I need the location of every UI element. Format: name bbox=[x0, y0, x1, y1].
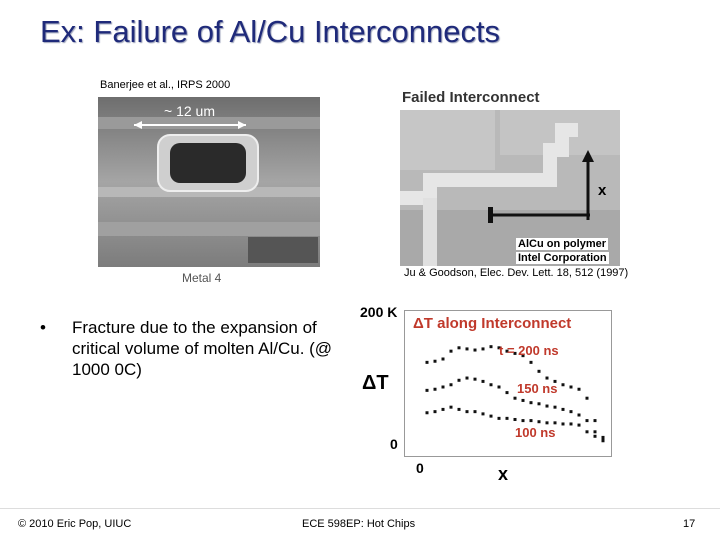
chart-y-axis-label: ΔT bbox=[362, 372, 389, 394]
chart-point-series1-8 bbox=[489, 383, 493, 387]
chart-point-series1-4 bbox=[457, 378, 461, 382]
chart-point-series1-20 bbox=[585, 419, 589, 423]
bullet-text: Fracture due to the expansion of critica… bbox=[72, 318, 333, 379]
slide-title: Ex: Failure of Al/Cu Interconnects bbox=[40, 14, 501, 49]
metal4-caption: Metal 4 bbox=[182, 271, 222, 285]
width-label: ~ 12 um bbox=[164, 103, 215, 119]
sem-micrograph-drawing bbox=[98, 97, 320, 267]
failed-interconnect-title: Failed Interconnect bbox=[402, 89, 540, 106]
chart-point-series0-12 bbox=[521, 354, 525, 358]
chart-area: ΔT along Interconnect t = 200 ns 150 ns … bbox=[404, 310, 612, 457]
chart-point-series0-7 bbox=[481, 347, 485, 351]
chart-point-series1-18 bbox=[569, 410, 573, 414]
chart-point-series1-14 bbox=[537, 402, 541, 406]
chart-point-series0-21 bbox=[593, 419, 597, 423]
chart-point-series2-8 bbox=[489, 414, 493, 418]
series-label-150ns: 150 ns bbox=[517, 381, 558, 396]
chart-point-series2-2 bbox=[441, 407, 445, 411]
chart-point-series2-11 bbox=[513, 417, 517, 421]
chart-point-series1-5 bbox=[465, 376, 469, 380]
chart-point-series2-10 bbox=[505, 416, 509, 420]
chart-point-series1-1 bbox=[433, 387, 437, 391]
footer-divider bbox=[0, 508, 720, 509]
chart-point-series2-20 bbox=[585, 430, 589, 434]
chart-point-series1-11 bbox=[513, 396, 517, 400]
chart-point-series1-12 bbox=[521, 398, 525, 402]
chart-title: ΔT along Interconnect bbox=[413, 315, 572, 332]
chart-point-series1-21 bbox=[593, 430, 597, 434]
chart-y-bottom-label: 0 bbox=[390, 436, 398, 452]
failed-caption-line2: Intel Corporation bbox=[516, 252, 609, 264]
citation-banerjee: Banerjee et al., IRPS 2000 bbox=[100, 79, 231, 91]
chart-point-series1-15 bbox=[545, 404, 549, 408]
chart-point-series0-10 bbox=[505, 349, 509, 353]
failed-interconnect-image: x AlCu on polymer Intel Corporation bbox=[400, 110, 620, 266]
chart-point-series0-6 bbox=[473, 348, 477, 352]
chart-point-series0-14 bbox=[537, 369, 541, 373]
chart-point-series1-2 bbox=[441, 385, 445, 389]
footer-page-number: 17 bbox=[683, 518, 696, 530]
chart-point-series1-10 bbox=[505, 391, 509, 395]
chart-point-series2-17 bbox=[561, 422, 565, 426]
chart-point-series2-22 bbox=[601, 439, 605, 443]
chart-plot bbox=[425, 345, 605, 443]
chart-point-series0-9 bbox=[497, 346, 501, 350]
chart-point-series0-11 bbox=[513, 351, 517, 355]
chart-point-series0-0 bbox=[425, 360, 429, 364]
chart-point-series0-5 bbox=[465, 347, 469, 351]
chart-point-series2-7 bbox=[481, 412, 485, 416]
chart-point-series0-20 bbox=[585, 396, 589, 400]
citation-ju-goodson: Ju & Goodson, Elec. Dev. Lett. 18, 512 (… bbox=[404, 267, 629, 279]
failed-x-label: x bbox=[598, 182, 607, 199]
chart-point-series1-16 bbox=[553, 405, 557, 409]
chart-point-series0-3 bbox=[449, 349, 453, 353]
chart-x-axis-label: x bbox=[498, 464, 509, 484]
chart-point-series0-2 bbox=[441, 357, 445, 361]
chart-point-series0-17 bbox=[561, 383, 565, 387]
chart-point-series2-16 bbox=[553, 421, 557, 425]
chart-point-series2-21 bbox=[593, 434, 597, 438]
chart-point-series2-19 bbox=[577, 423, 581, 427]
sem-micrograph: ~ 12 um bbox=[98, 97, 320, 267]
chart-point-series1-7 bbox=[481, 379, 485, 383]
chart-point-series1-17 bbox=[561, 407, 565, 411]
series-label-100ns: 100 ns bbox=[515, 425, 556, 440]
chart-point-series0-16 bbox=[553, 379, 557, 383]
chart-point-series2-0 bbox=[425, 411, 429, 415]
chart-point-series2-14 bbox=[537, 420, 541, 424]
chart-point-series1-6 bbox=[473, 377, 477, 381]
chart-point-series0-18 bbox=[569, 385, 573, 389]
chart-point-series0-22 bbox=[601, 435, 605, 439]
chart-point-series2-4 bbox=[457, 407, 461, 411]
chart-point-series2-18 bbox=[569, 422, 573, 426]
chart-point-series2-3 bbox=[449, 405, 453, 409]
chart-point-series0-15 bbox=[545, 376, 549, 380]
chart-point-series1-0 bbox=[425, 388, 429, 392]
chart-point-series0-8 bbox=[489, 345, 493, 349]
chart-point-series2-1 bbox=[433, 410, 437, 414]
chart-point-series0-1 bbox=[433, 359, 437, 363]
chart-point-series2-9 bbox=[497, 416, 501, 420]
chart-point-series1-9 bbox=[497, 385, 501, 389]
chart-point-series2-13 bbox=[529, 419, 533, 423]
chart-x-origin-label: 0 bbox=[416, 460, 424, 476]
chart-point-series2-15 bbox=[545, 421, 549, 425]
footer-copyright: © 2010 Eric Pop, UIUC bbox=[18, 518, 132, 530]
chart-point-series0-19 bbox=[577, 387, 581, 391]
chart-point-series2-12 bbox=[521, 419, 525, 423]
chart-point-series0-4 bbox=[457, 346, 461, 350]
series-label-200ns: t = 200 ns bbox=[499, 343, 559, 358]
chart-point-series2-6 bbox=[473, 410, 477, 414]
chart-point-series1-13 bbox=[529, 401, 533, 405]
failed-caption-line1: AlCu on polymer bbox=[516, 238, 609, 250]
chart-point-series1-3 bbox=[449, 383, 453, 387]
chart-point-series2-5 bbox=[465, 410, 469, 414]
bullet-dot: • bbox=[40, 318, 46, 337]
footer-course: ECE 598EP: Hot Chips bbox=[302, 518, 416, 530]
chart-point-series1-19 bbox=[577, 413, 581, 417]
chart-point-series0-13 bbox=[529, 360, 533, 364]
chart-y-top-label: 200 K bbox=[360, 304, 398, 320]
